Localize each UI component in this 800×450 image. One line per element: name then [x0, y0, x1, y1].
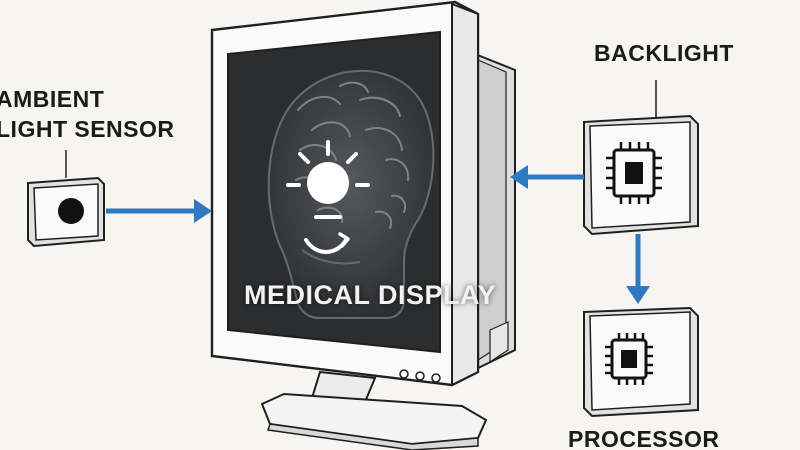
- arrow-backlight-to-processor: [626, 234, 650, 304]
- label-ambient-line1: AMBIENT: [0, 86, 105, 112]
- sun-icon: [286, 140, 370, 254]
- label-medical-display: MEDICAL DISPLAY: [244, 280, 497, 310]
- monitor-stand: [260, 370, 488, 450]
- processor-module: [583, 306, 699, 418]
- ambient-light-sensor: [27, 150, 105, 248]
- arrow-backlight-to-display: [510, 165, 584, 189]
- label-backlight: BACKLIGHT: [594, 40, 734, 66]
- label-ambient-line2: LIGHT SENSOR: [0, 116, 175, 142]
- monitor-screen: [227, 30, 441, 354]
- sensor-icon: [58, 198, 84, 224]
- label-processor: PROCESSOR: [568, 426, 720, 450]
- chip-icon: [606, 142, 662, 204]
- arrow-sensor-to-display: [106, 199, 212, 223]
- backlight-module: [583, 80, 699, 236]
- brain-scan-icon: [267, 69, 435, 319]
- chip-icon: [605, 333, 653, 385]
- monitor-buttons: [399, 369, 441, 383]
